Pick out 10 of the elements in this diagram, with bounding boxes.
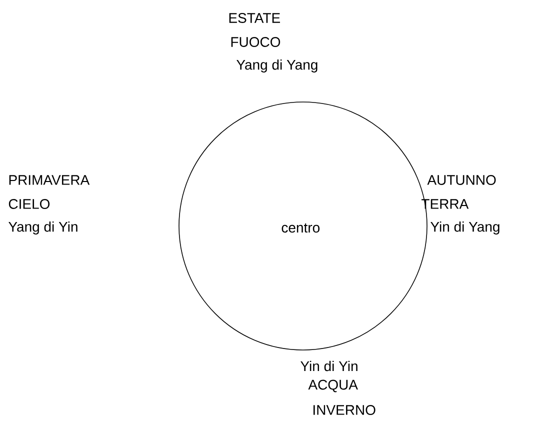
- label: FUOCO: [231, 37, 280, 47]
- label: ACQUA: [308, 380, 358, 392]
- circle-label: centro: [282, 223, 320, 233]
- label: Yang di Yin: [8, 221, 78, 235]
- label: INVERNO: [314, 405, 376, 415]
- label: AUTUNNO: [427, 175, 496, 185]
- label: PRIMAVERA: [9, 175, 90, 185]
- label: CIELO: [8, 199, 50, 209]
- label: Yang di Yang: [236, 59, 318, 73]
- label: ESTATE: [229, 13, 280, 23]
